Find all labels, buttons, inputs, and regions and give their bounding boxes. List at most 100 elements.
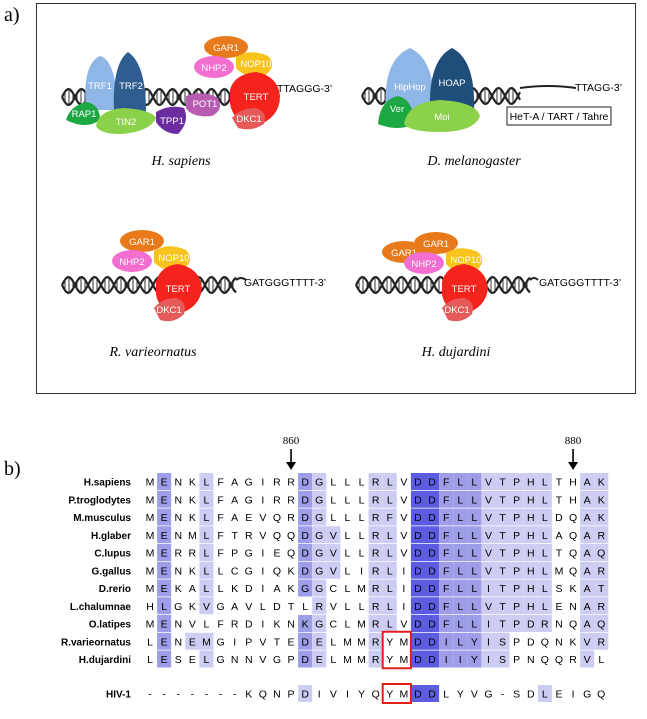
species-name: H. sapiens bbox=[150, 154, 211, 169]
protein-rap1: RAP1 bbox=[66, 102, 100, 125]
protein-hiphop: HipHop bbox=[385, 48, 435, 112]
protein-nop10: NOP10 bbox=[154, 246, 191, 271]
svg-text:TRF1: TRF1 bbox=[88, 81, 112, 92]
protein-trf1: TRF1 bbox=[85, 56, 118, 110]
svg-text:POT1: POT1 bbox=[193, 99, 218, 110]
species-label: C.lupus bbox=[94, 549, 131, 560]
protein-nhp2: NHP2 bbox=[112, 250, 152, 272]
svg-text:GAR1: GAR1 bbox=[213, 43, 239, 54]
svg-text:DKC1: DKC1 bbox=[444, 305, 469, 316]
svg-text:TIN2: TIN2 bbox=[116, 117, 137, 128]
ssdna-tail bbox=[235, 277, 247, 281]
svg-text:TERT: TERT bbox=[452, 284, 477, 295]
protein-tin2: TIN2 bbox=[96, 108, 156, 134]
panel-b-label: b) bbox=[4, 458, 21, 480]
svg-text:HOAP: HOAP bbox=[439, 78, 466, 89]
svg-text:TERT: TERT bbox=[166, 284, 191, 295]
dna-helix bbox=[61, 275, 237, 295]
ym-motif-box bbox=[381, 630, 412, 670]
protein-dkc1: DKC1 bbox=[442, 298, 473, 322]
species-label: O.latipes bbox=[89, 620, 132, 631]
svg-text:HipHop: HipHop bbox=[394, 82, 426, 93]
protein-nhp2: NHP2 bbox=[194, 56, 234, 78]
species-name: R. varieornatus bbox=[108, 345, 197, 360]
svg-text:DKC1: DKC1 bbox=[156, 305, 181, 316]
protein-moi: Moi bbox=[404, 100, 480, 132]
protein-tpp1: TPP1 bbox=[156, 106, 186, 134]
position-marker: 860 bbox=[283, 435, 300, 470]
svg-text:TERT: TERT bbox=[244, 92, 269, 103]
svg-text:NOP10: NOP10 bbox=[158, 253, 189, 264]
telomere-sequence: GATGGGTTTT-3’ bbox=[244, 277, 326, 289]
protein-dkc1: DKC1 bbox=[154, 298, 185, 322]
alignment-shading bbox=[157, 473, 609, 702]
species-label: L.chalumnae bbox=[70, 602, 132, 613]
svg-text:NHP2: NHP2 bbox=[201, 63, 226, 74]
svg-text:Moi: Moi bbox=[434, 112, 449, 123]
species-label: P.troglodytes bbox=[68, 495, 131, 506]
species-name: D. melanogaster bbox=[426, 154, 521, 169]
ym-motif-box-hiv bbox=[381, 683, 412, 704]
telomere-sequence: TTAGG-3’ bbox=[575, 82, 622, 94]
svg-text:NHP2: NHP2 bbox=[411, 259, 436, 270]
position-marker: 880 bbox=[565, 435, 582, 470]
retrotransposon-label: HeT-A / TART / Tahre bbox=[510, 111, 609, 123]
svg-text:NHP2: NHP2 bbox=[119, 257, 144, 268]
retrotransposon-box bbox=[506, 106, 612, 126]
svg-text:Ver: Ver bbox=[390, 104, 404, 115]
svg-text:GAR1: GAR1 bbox=[391, 248, 417, 259]
svg-text:GAR1: GAR1 bbox=[423, 239, 449, 250]
species-label: D.rerio bbox=[99, 584, 131, 595]
svg-text:TRF2: TRF2 bbox=[119, 81, 143, 92]
protein-ver: Ver bbox=[378, 96, 414, 128]
svg-text:RAP1: RAP1 bbox=[72, 109, 97, 120]
protein-pot1: POT1 bbox=[186, 93, 220, 117]
svg-text:GAR1: GAR1 bbox=[129, 237, 155, 248]
svg-text:NOP10: NOP10 bbox=[240, 59, 271, 70]
svg-text:NOP10: NOP10 bbox=[450, 255, 481, 266]
protein-dkc1: DKC1 bbox=[232, 108, 265, 130]
species-label: H.sapiens bbox=[84, 478, 132, 489]
telomere-sequence: GATGGGTTTT-3’ bbox=[539, 277, 621, 289]
protein-gar1: GAR1 bbox=[120, 230, 164, 252]
svg-text:TPP1: TPP1 bbox=[160, 116, 184, 127]
telomere-sequence: TTAGGG-3’ bbox=[277, 83, 332, 95]
species-label: G.gallus bbox=[92, 566, 132, 577]
panel-a-label: a) bbox=[4, 4, 20, 26]
species-label: HIV-1 bbox=[106, 690, 131, 701]
species-label: M.musculus bbox=[73, 513, 131, 524]
ssdna-tail bbox=[519, 85, 577, 89]
protein-gar1: GAR1 bbox=[414, 232, 458, 254]
svg-text:860: 860 bbox=[283, 435, 300, 447]
protein-gar1: GAR1 bbox=[204, 36, 248, 58]
species-label: H.dujardini bbox=[79, 655, 131, 666]
panel-a-frame bbox=[36, 3, 636, 394]
svg-text:DKC1: DKC1 bbox=[236, 114, 261, 125]
protein-nhp2: NHP2 bbox=[404, 252, 444, 274]
